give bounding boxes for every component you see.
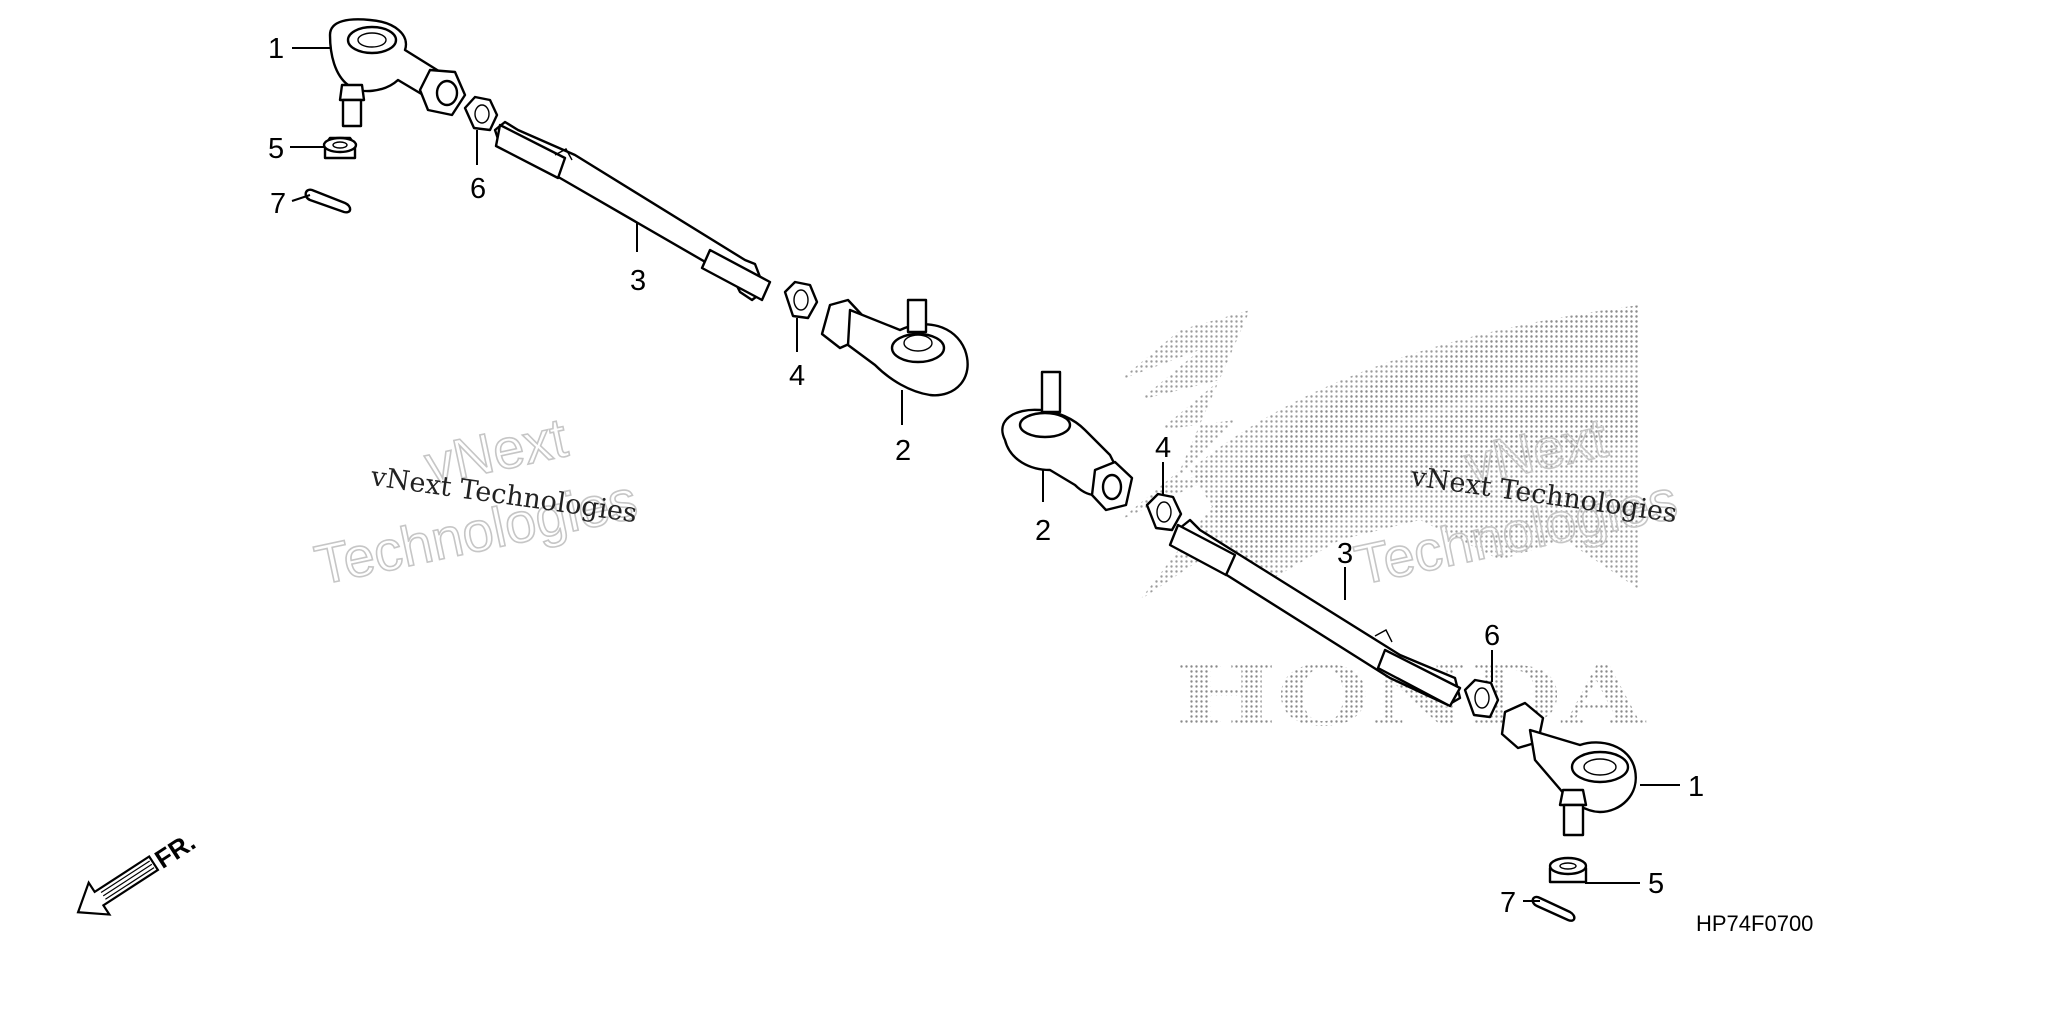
callout-2-right: 2: [1035, 515, 1051, 547]
watermark-left: vNext Technologies vNext Technologies: [309, 404, 643, 597]
cotter-pin-left: [304, 188, 352, 214]
callout-4-left: 4: [789, 360, 805, 392]
callout-7-right: 7: [1500, 887, 1516, 919]
tie-rod-end-inner-right: [1001, 370, 1134, 512]
callout-3-right: 3: [1337, 538, 1353, 570]
callout-4-right: 4: [1155, 432, 1171, 464]
drawing-code: HP74F0700: [1696, 911, 1813, 936]
callout-numbers: 1 5 7 6 3 4 2 2 4 3 6 1 5 7: [268, 33, 1704, 919]
callout-7-left: 7: [270, 188, 286, 220]
lock-nut-4-right: [1145, 492, 1183, 532]
castle-nut-left: [322, 136, 358, 160]
callout-5-right: 5: [1648, 868, 1664, 900]
lock-nut-left: [463, 95, 499, 132]
tie-rod-right: [1168, 518, 1462, 708]
callout-3-left: 3: [630, 265, 646, 297]
brand-logo-watermark: HONDA: [1120, 305, 1647, 745]
tie-rod-end-outer-left: [328, 18, 467, 128]
callout-2-left: 2: [895, 435, 911, 467]
tie-rod-end-outer-right: [1500, 701, 1637, 837]
arrow-left-icon: [76, 854, 160, 916]
callout-5-left: 5: [268, 133, 284, 165]
tie-rod-end-inner-left: [820, 298, 969, 397]
front-direction-arrow: FR.: [76, 826, 201, 916]
callout-1-left: 1: [268, 33, 284, 65]
callout-6-right: 6: [1484, 620, 1500, 652]
leader-lines: [290, 47, 1680, 902]
tie-rod-left: [493, 120, 772, 302]
lock-nut-right: [1463, 678, 1500, 719]
callout-1-right: 1: [1688, 771, 1704, 803]
cotter-pin-right: [1531, 895, 1576, 922]
castle-nut-right: [1548, 856, 1588, 884]
lock-nut-4-left: [783, 280, 819, 320]
callout-6-left: 6: [470, 173, 486, 205]
